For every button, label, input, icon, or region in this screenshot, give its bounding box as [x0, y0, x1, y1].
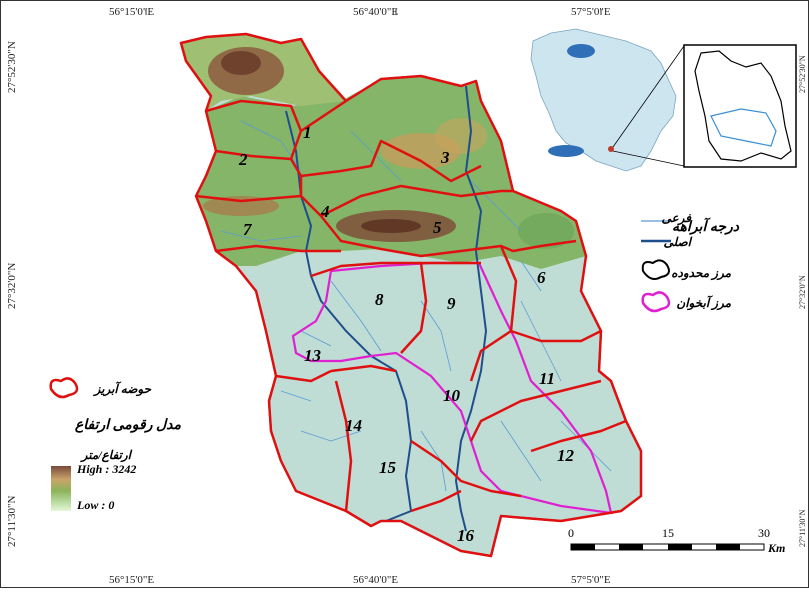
inset-iran-map	[530, 28, 685, 172]
basin-label-4: 4	[320, 202, 330, 221]
coord-right-3: 27°11'30"N	[798, 509, 807, 547]
basin-label-11: 11	[539, 369, 555, 388]
coord-left-2: 27°32'0"N	[6, 263, 18, 309]
persian-gulf	[548, 145, 584, 157]
scale-bar: 0 15 30 Km	[568, 526, 785, 555]
elevation-low-label: Low : 0	[76, 498, 114, 512]
basin-label-8: 8	[375, 290, 384, 309]
elevation-legend: حوضه آبریز مدل رقومی ارتفاع ارتفاع/متر H…	[49, 377, 182, 512]
ridge-northwest-core	[221, 51, 261, 75]
ridge-center-core	[361, 219, 421, 233]
coordinate-labels: 56°15'0"E 56°40'0"E 57°5'0"E 56°15'0"E 5…	[6, 6, 807, 586]
inset-study-area	[683, 44, 797, 168]
stream-legend: درجه آبراهه فرعی اصلی	[641, 211, 740, 249]
basin-legend-label: حوضه آبریز	[93, 381, 152, 397]
stream-legend-title: درجه آبراهه	[672, 217, 740, 235]
basin-label-5: 5	[433, 218, 442, 237]
coord-right-1: 27°52'30"N	[798, 55, 807, 93]
basin-label-7: 7	[243, 220, 253, 239]
inset-location-marker	[608, 146, 614, 152]
terrain-north-green	[196, 76, 586, 269]
coord-right-2: 27°32'0"N	[798, 275, 807, 309]
main-stream-label: اصلی	[664, 235, 693, 249]
basin-boundaries	[179, 32, 643, 558]
basin-label-14: 14	[345, 416, 362, 435]
elevation-unit: ارتفاع/متر	[80, 448, 133, 463]
minor-stream-label: فرعی	[661, 211, 692, 226]
coord-top-2: 56°40'0"E	[353, 6, 398, 18]
scale-unit: Km	[767, 541, 785, 555]
basin-label-3: 3	[440, 148, 450, 167]
basin-label-9: 9	[447, 294, 456, 313]
coord-top-1: 56°15'0"E	[109, 6, 154, 18]
scale-label-0: 0	[568, 526, 574, 540]
basin-label-15: 15	[379, 458, 397, 477]
elevation-color-ramp	[51, 466, 71, 511]
coord-bottom-1: 56°15'0"E	[109, 574, 154, 586]
inset-study-outline	[694, 50, 792, 162]
coord-left-3: 27°11'30"N	[6, 496, 18, 547]
dem-title: مدل رقومی ارتفاع	[75, 418, 182, 433]
study-area-label: مرز محدوده	[671, 266, 731, 281]
basin-label-16: 16	[457, 526, 475, 545]
map-frame	[145, 9, 602, 15]
coord-bottom-3: 57°5'0"E	[571, 574, 611, 586]
main-streams	[285, 85, 488, 532]
aquifer-swatch	[641, 291, 671, 313]
scale-label-15: 15	[662, 526, 674, 540]
ridge-northeast	[435, 118, 487, 154]
inset-aquifer-outline	[710, 108, 777, 147]
aquifer-label: مرز آبخوان	[676, 295, 731, 311]
elevation-high-label: High : 3242	[76, 462, 136, 476]
coord-left-1: 27°52'30"N	[6, 41, 18, 93]
basin-label-2: 2	[238, 150, 248, 169]
ridge-east	[518, 213, 574, 249]
aquifer-boundary	[291, 261, 613, 515]
iran-outline	[530, 28, 677, 172]
basin-labels: 1 2 3 4 5 6 7 8 9 10 11 12 13 14 15 16	[238, 123, 575, 545]
basin-label-6: 6	[537, 268, 546, 287]
study-area-swatch	[641, 259, 670, 280]
caspian-sea	[567, 44, 595, 58]
basin-label-13: 13	[304, 346, 322, 365]
coord-bottom-2: 56°40'0"E	[353, 574, 398, 586]
coord-top-3: 57°5'0"E	[571, 6, 611, 18]
basin-label-12: 12	[557, 446, 575, 465]
ridge-west	[203, 196, 279, 216]
basin-label-1: 1	[303, 123, 312, 142]
boundary-legend: مرز محدوده مرز آبخوان	[641, 259, 732, 313]
scale-label-30: 30	[758, 526, 770, 540]
basin-label-10: 10	[443, 386, 461, 405]
basin-swatch	[49, 377, 79, 399]
